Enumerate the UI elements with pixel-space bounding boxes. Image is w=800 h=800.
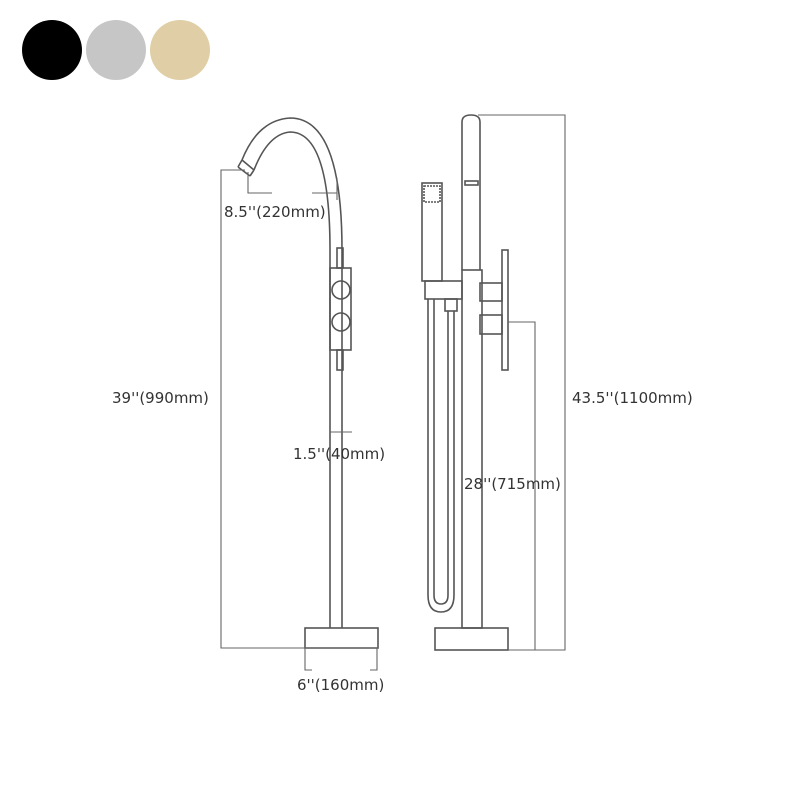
tall-pipe [461, 114, 481, 270]
hand-shower [421, 182, 443, 282]
handle-lever [501, 249, 509, 371]
label-base-width: 6''(160mm) [297, 676, 385, 694]
spout-tip [237, 159, 255, 177]
shower-holder [424, 280, 463, 300]
hose-connector [444, 298, 458, 312]
dim-line-handle-height [508, 321, 536, 650]
dim-line-spout-height [220, 169, 378, 649]
pipe-ring [464, 180, 479, 186]
dim-line-spout-reach [247, 172, 338, 200]
hand-shower-head [423, 185, 441, 203]
label-pipe-diameter: 1.5''(40mm) [293, 445, 386, 463]
swatch-black[interactable] [22, 20, 82, 80]
swatch-silver[interactable] [86, 20, 146, 80]
side-view-faucet [421, 114, 566, 651]
shower-hose [427, 299, 455, 613]
body-column [461, 269, 483, 629]
valve-knob-top [331, 280, 351, 300]
floor-base [304, 627, 379, 649]
dim-line-total-height [478, 114, 566, 651]
label-handle-height: 28''(715mm) [464, 475, 561, 493]
label-spout-reach: 8.5''(220mm) [224, 203, 326, 221]
handle-lever-bottom [336, 349, 344, 371]
label-total-height: 43.5''(1100mm) [572, 389, 693, 407]
label-spout-height: 39''(990mm) [112, 389, 209, 407]
dim-line-base-width [304, 648, 378, 671]
color-swatches [22, 20, 210, 80]
handle-bottom [479, 314, 503, 335]
front-view-faucet [220, 117, 379, 671]
valve-knob-bottom [331, 312, 351, 332]
floor-base-side [434, 627, 509, 651]
gooseneck-spout [241, 117, 343, 628]
handle-top [479, 282, 503, 302]
swatch-gold[interactable] [150, 20, 210, 80]
handle-lever-top [336, 247, 344, 269]
